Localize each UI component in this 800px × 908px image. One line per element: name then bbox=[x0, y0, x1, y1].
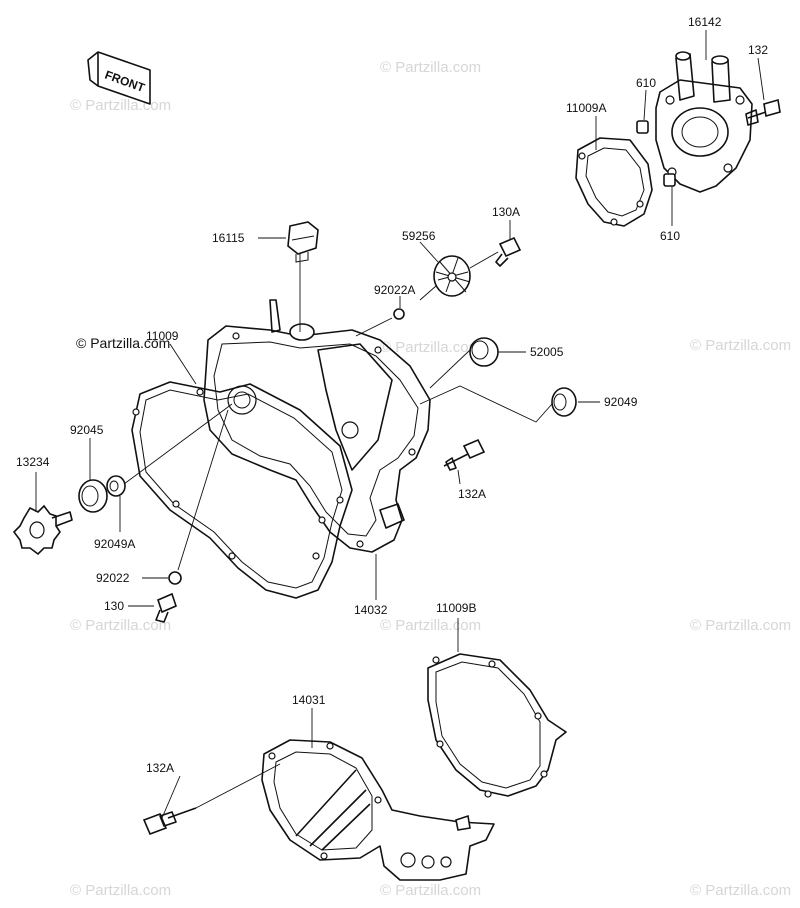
gasket-11009 bbox=[131, 381, 353, 599]
bearing-92045 bbox=[78, 479, 108, 513]
label-132: 132 bbox=[748, 43, 768, 57]
watermark: © Partzilla.com bbox=[70, 97, 171, 114]
label-14031: 14031 bbox=[292, 693, 326, 707]
gasket-11009a bbox=[575, 137, 653, 227]
copyright-text: © Partzilla.com bbox=[76, 335, 170, 351]
label-92049a: 92049A bbox=[94, 537, 135, 551]
label-92049: 92049 bbox=[604, 395, 638, 409]
label-14032: 14032 bbox=[354, 603, 388, 617]
watermark: © Partzilla.com bbox=[380, 339, 481, 356]
label-130a: 130A bbox=[492, 205, 520, 219]
part-labels: 16142 132 610 11009A 610 16115 130A 5925… bbox=[16, 15, 768, 775]
label-130: 130 bbox=[104, 599, 124, 613]
label-92022: 92022 bbox=[96, 571, 130, 585]
crankcase-cover bbox=[203, 299, 431, 553]
label-16115: 16115 bbox=[212, 231, 245, 245]
watermark: © Partzilla.com bbox=[380, 59, 481, 76]
label-59256: 59256 bbox=[402, 229, 436, 243]
bolt-130 bbox=[155, 592, 177, 623]
watermark: © Partzilla.com bbox=[690, 882, 791, 899]
label-92045: 92045 bbox=[70, 423, 104, 437]
gasket-11009b bbox=[427, 653, 567, 798]
oil-seal bbox=[469, 337, 499, 367]
bearing-92049 bbox=[551, 387, 577, 417]
water-pump-cover bbox=[655, 51, 753, 193]
oil-filler-cap bbox=[287, 221, 319, 263]
label-610: 610 bbox=[636, 76, 656, 90]
bolt-132a bbox=[142, 807, 197, 836]
watermark: © Partzilla.com bbox=[380, 617, 481, 634]
label-610: 610 bbox=[660, 229, 680, 243]
label-92022a: 92022A bbox=[374, 283, 415, 297]
washer-92022a bbox=[393, 308, 405, 320]
leader-lines bbox=[35, 30, 765, 819]
bearing-92049a bbox=[106, 475, 126, 497]
label-11009a: 11009A bbox=[566, 101, 606, 115]
bolt-130a bbox=[495, 236, 522, 267]
watermark: © Partzilla.com bbox=[70, 617, 171, 634]
watermark: © Partzilla.com bbox=[70, 882, 171, 899]
bolt-132 bbox=[745, 98, 781, 126]
watermark: © Partzilla.com bbox=[380, 882, 481, 899]
front-label: FRONT bbox=[103, 68, 147, 96]
label-13234: 13234 bbox=[16, 455, 50, 469]
watermark: © Partzilla.com bbox=[690, 617, 791, 634]
dowel-pin bbox=[636, 120, 649, 134]
washer-92022 bbox=[168, 571, 182, 585]
sprocket bbox=[12, 504, 73, 556]
watermarks: © Partzilla.com © Partzilla.com © Partzi… bbox=[70, 59, 791, 899]
label-11009: 11009 bbox=[146, 329, 179, 343]
label-11009b: 11009B bbox=[436, 601, 476, 615]
label-132a: 132A bbox=[458, 487, 486, 501]
label-16142: 16142 bbox=[688, 15, 722, 29]
bolt-132a bbox=[443, 438, 486, 471]
impeller bbox=[433, 255, 471, 297]
watermark: © Partzilla.com bbox=[690, 337, 791, 354]
clutch-cover bbox=[261, 739, 495, 881]
dowel-pin bbox=[663, 173, 676, 187]
label-132a: 132A bbox=[146, 761, 174, 775]
label-52005: 52005 bbox=[530, 345, 564, 359]
